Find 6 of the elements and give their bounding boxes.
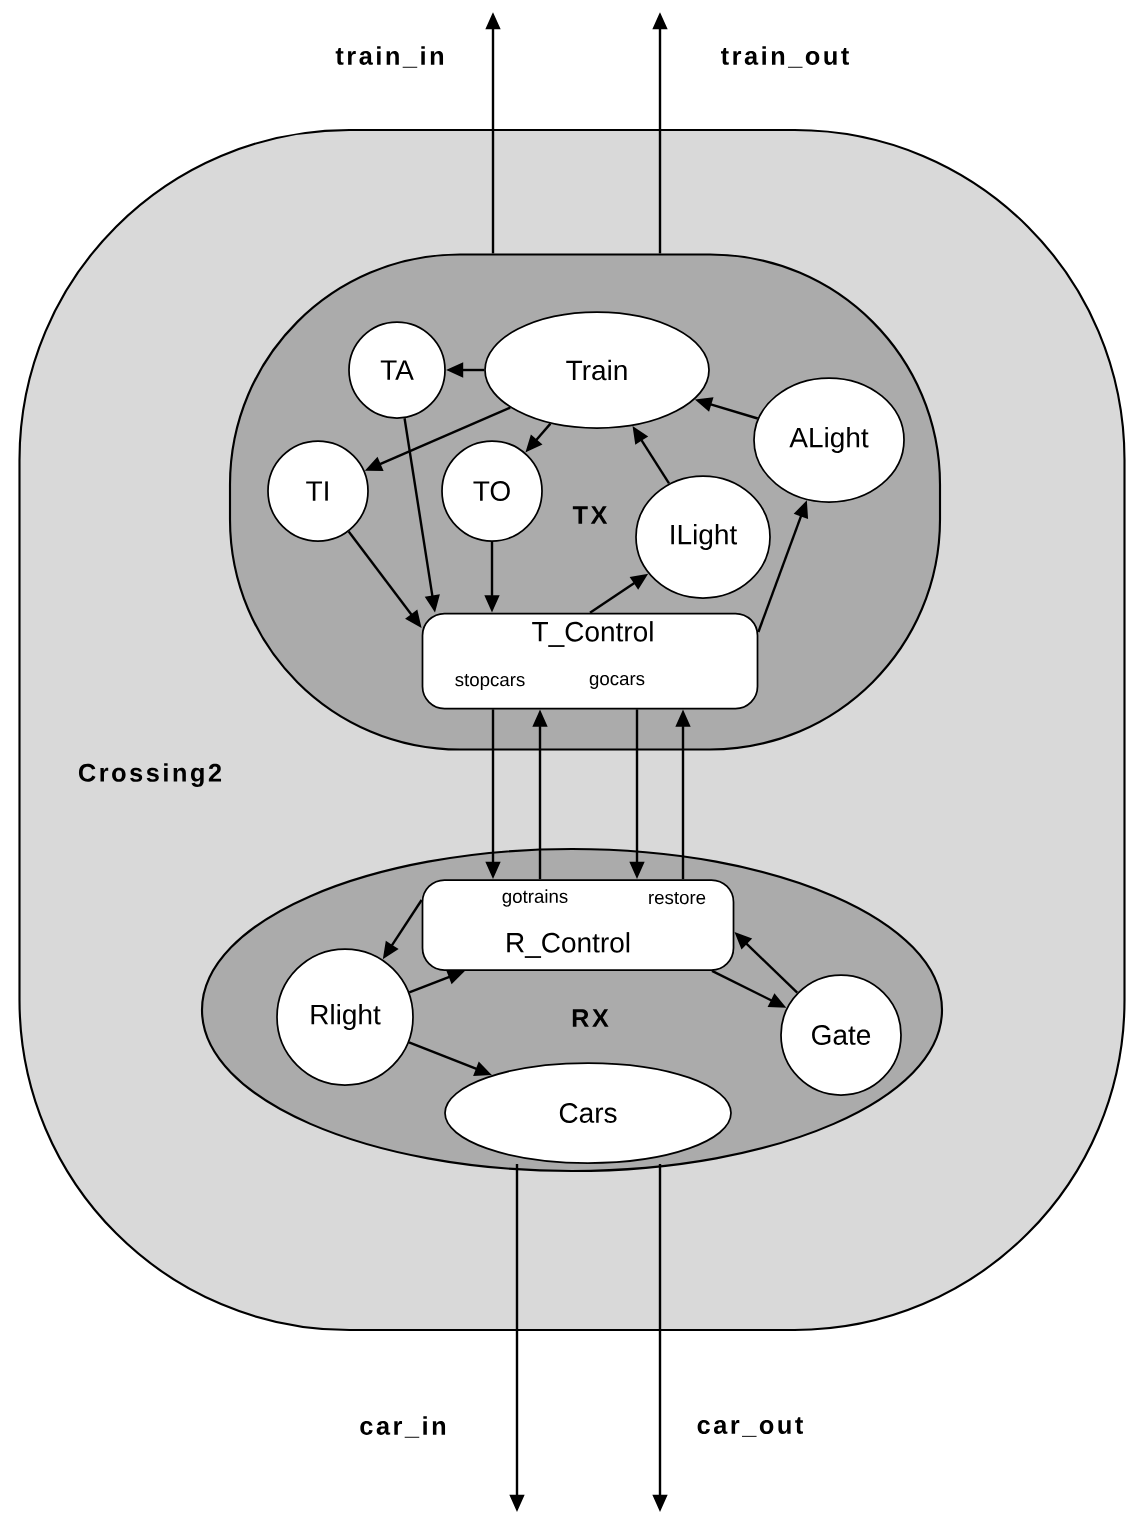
control-box: T_Control stopcars gocars (421, 612, 759, 710)
edge-label: train_out (721, 46, 849, 68)
edge-label: car_out (697, 1417, 803, 1437)
edge-label: car_in (360, 1416, 446, 1438)
edge-label: train_in (335, 46, 443, 68)
control-box: gotrains restore R_Control (421, 879, 735, 971)
